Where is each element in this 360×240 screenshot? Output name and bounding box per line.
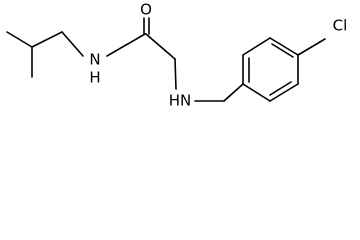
chemical-structure: O N H HN Cl: [6, 1, 347, 110]
atom-amine-nitrogen: HN: [169, 92, 192, 110]
bond-carbonyl-ch2: [145, 33, 176, 60]
ring-bond-5: [269, 83, 299, 102]
ring-bond-6: [242, 83, 271, 102]
bond-benzyl-ring: [223, 83, 244, 102]
atom-amide-hydrogen: H: [89, 69, 100, 87]
bond-ch2-amine: [174, 58, 177, 90]
bond-ring-cl: [297, 38, 326, 56]
ring-bond-2: [242, 37, 271, 56]
atom-amide-nitrogen: N: [89, 51, 100, 69]
bond-n-carbonyl: [106, 33, 146, 57]
bond-methyl-top: [6, 31, 33, 48]
ring-double-bond-3: [269, 81, 292, 96]
ring-bond-3: [269, 37, 299, 56]
bond-ch2-n: [61, 31, 84, 57]
bond-lines: [6, 17, 326, 102]
atom-oxygen: O: [140, 1, 152, 19]
ring-double-bond-2: [271, 43, 294, 58]
atom-labels: O N H HN Cl: [89, 1, 347, 110]
bond-ch-ch2: [31, 31, 63, 48]
atom-chlorine: Cl: [333, 17, 348, 35]
